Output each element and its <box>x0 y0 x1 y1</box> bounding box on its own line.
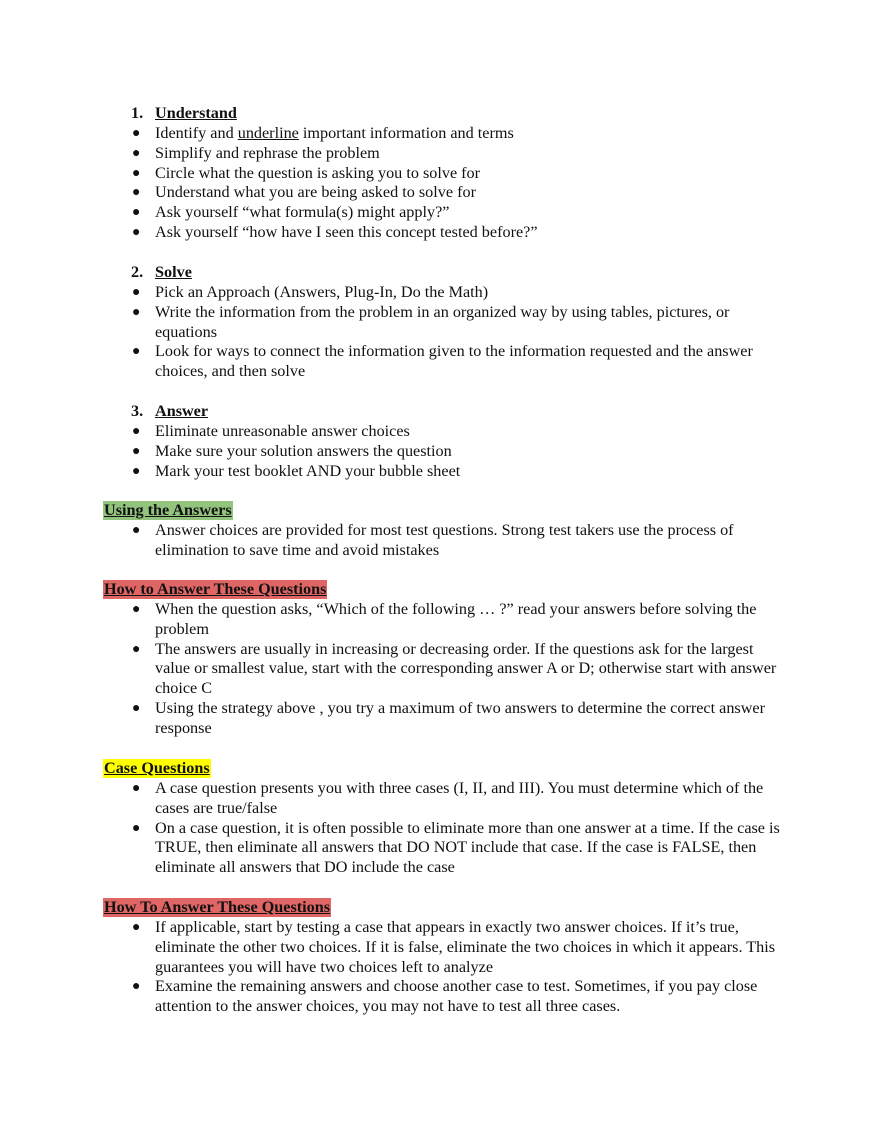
bullet-icon: ● <box>132 165 141 181</box>
bullet-list: ●Eliminate unreasonable answer choices ●… <box>0 422 880 481</box>
bullet-icon: ● <box>132 205 141 221</box>
bullet-list: ●If applicable, start by testing a case … <box>0 918 880 1017</box>
list-item: ●Eliminate unreasonable answer choices <box>132 422 410 440</box>
bullet-icon: ● <box>132 700 141 716</box>
step-title: Solve <box>155 263 192 281</box>
step-heading: 2. Solve <box>0 263 880 283</box>
section-case-questions: Case Questions ●A case question presents… <box>0 759 880 878</box>
section-title: How To Answer These Questions <box>103 898 332 917</box>
list-item: ●Pick an Approach (Answers, Plug-In, Do … <box>132 283 489 301</box>
list-item: ●Examine the remaining answers and choos… <box>132 977 758 1016</box>
list-item: ●When the question asks, “Which of the f… <box>132 600 757 638</box>
list-item: ●Identify and underline important inform… <box>132 124 514 142</box>
bullet-icon: ● <box>132 523 141 538</box>
bullet-icon: ● <box>132 344 141 360</box>
section-how-to-answer-case: How To Answer These Questions ●If applic… <box>0 898 880 1017</box>
bullet-icon: ● <box>132 979 141 995</box>
step-title: Understand <box>155 104 237 122</box>
list-item: ●Understand what you are being asked to … <box>132 183 476 202</box>
list-item: ●Simplify and rephrase the problem <box>132 143 380 162</box>
list-item: ●Ask yourself “how have I seen this conc… <box>132 222 538 241</box>
list-item: ●Write the information from the problem … <box>132 302 730 341</box>
list-item: ●A case question presents you with three… <box>132 779 764 817</box>
step-number: 1. <box>131 104 144 122</box>
step-number: 3. <box>131 402 144 420</box>
step-answer: 3. Answer ●Eliminate unreasonable answer… <box>0 402 880 481</box>
list-item: ●On a case question, it is often possibl… <box>132 818 780 877</box>
bullet-icon: ● <box>132 463 141 479</box>
section-title: Using the Answers <box>103 501 233 520</box>
list-item: ●Using the strategy above , you try a ma… <box>132 698 765 737</box>
bullet-list: ●Pick an Approach (Answers, Plug-In, Do … <box>0 283 880 382</box>
section-title: Case Questions <box>103 759 211 778</box>
step-title: Answer <box>155 402 209 420</box>
section-heading: How to Answer These Questions <box>103 580 880 600</box>
list-item: ●If applicable, start by testing a case … <box>132 918 776 976</box>
section-heading: Using the Answers <box>103 501 880 521</box>
section-using-the-answers: Using the Answers ●Answer choices are pr… <box>0 501 880 561</box>
bullet-list: ●Identify and underline important inform… <box>0 124 880 243</box>
bullet-icon: ● <box>132 820 141 836</box>
underlined-term: underline <box>237 124 299 142</box>
list-item: ●Answer choices are provided for most te… <box>132 521 734 559</box>
bullet-icon: ● <box>132 920 141 935</box>
bullet-icon: ● <box>132 641 141 657</box>
bullet-icon: ● <box>132 145 141 161</box>
bullet-icon: ● <box>132 285 141 300</box>
step-heading: 3. Answer <box>0 402 880 422</box>
bullet-icon: ● <box>132 185 141 201</box>
section-title: How to Answer These Questions <box>103 580 328 599</box>
section-how-to-answer: How to Answer These Questions ●When the … <box>0 580 880 739</box>
list-item: ●Make sure your solution answers the que… <box>132 441 452 460</box>
bullet-icon: ● <box>132 224 141 240</box>
bullet-icon: ● <box>132 126 141 141</box>
step-solve: 2. Solve ●Pick an Approach (Answers, Plu… <box>0 263 880 382</box>
bullet-icon: ● <box>132 304 141 320</box>
step-understand: 1. Understand ●Identify and underline im… <box>0 104 880 243</box>
bullet-icon: ● <box>132 424 141 439</box>
bullet-icon: ● <box>132 443 141 459</box>
bullet-list: ●A case question presents you with three… <box>0 779 880 878</box>
list-item: ●Circle what the question is asking you … <box>132 163 481 182</box>
section-heading: How To Answer These Questions <box>103 898 880 918</box>
section-heading: Case Questions <box>103 759 880 779</box>
step-heading: 1. Understand <box>0 104 880 124</box>
step-number: 2. <box>131 263 144 281</box>
list-item: ●The answers are usually in increasing o… <box>132 639 777 698</box>
bullet-list: ●When the question asks, “Which of the f… <box>0 600 880 739</box>
bullet-icon: ● <box>132 602 141 617</box>
bullet-icon: ● <box>132 781 141 796</box>
bullet-list: ●Answer choices are provided for most te… <box>0 521 880 561</box>
list-item: ●Ask yourself “what formula(s) might app… <box>132 203 450 222</box>
list-item: ●Look for ways to connect the informatio… <box>132 342 753 381</box>
list-item: ●Mark your test booklet AND your bubble … <box>132 461 461 480</box>
